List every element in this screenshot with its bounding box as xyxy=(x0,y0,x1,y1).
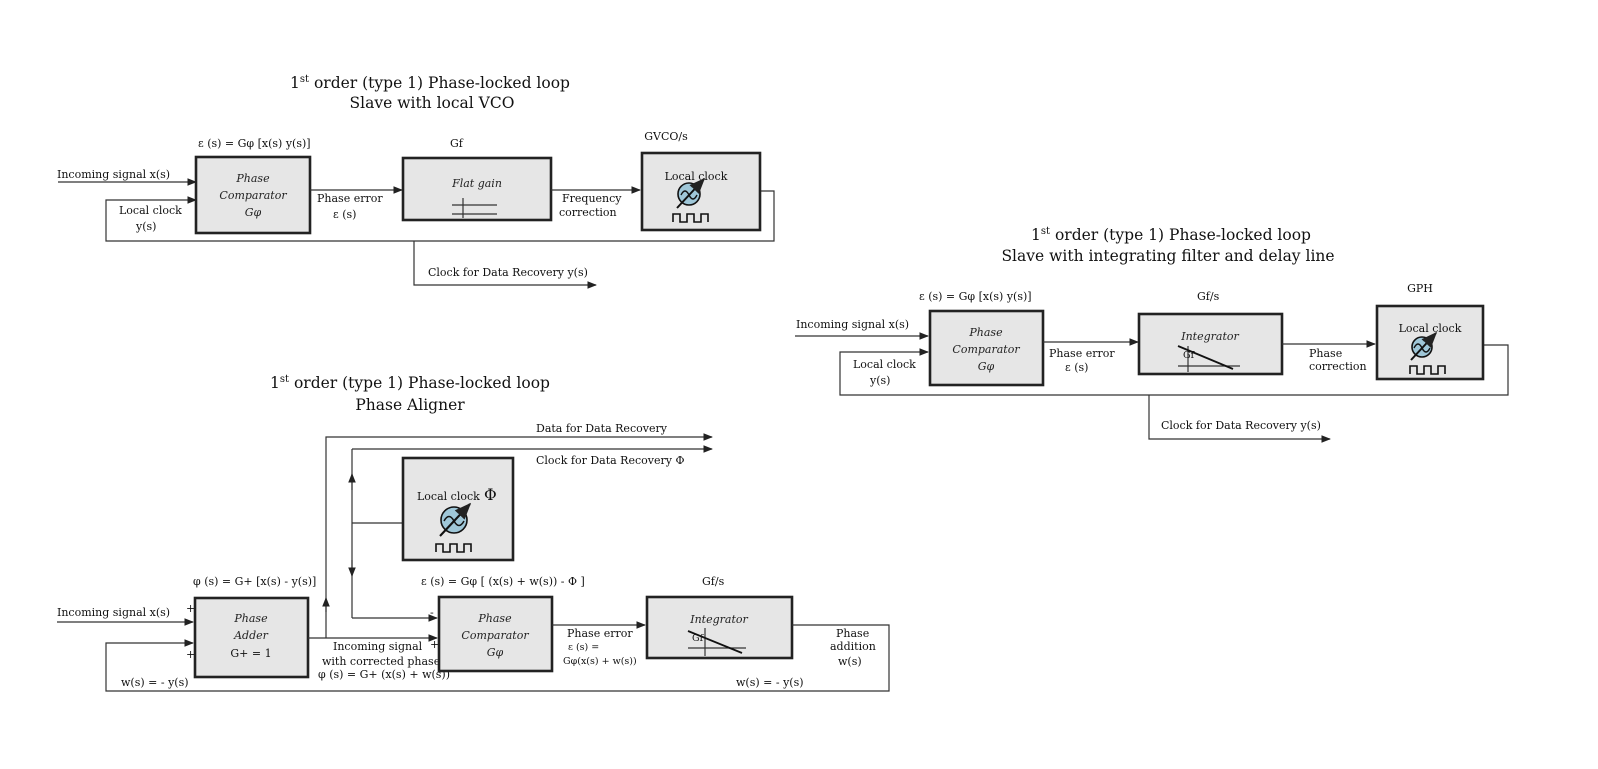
subtitle-delay-line: Slave with integrating filter and delay … xyxy=(1001,247,1334,265)
integrator-label-2: Integrator xyxy=(1180,330,1239,343)
phase-error3-3: Gφ(x(s) + w(s)) xyxy=(563,656,637,667)
local-clock-fb-2: y(s) xyxy=(135,220,156,233)
local-clock-fb2-2: y(s) xyxy=(869,374,890,387)
integrator-graph-2: Gf xyxy=(1177,345,1240,372)
corrected-2: with corrected phase xyxy=(322,655,440,668)
subtitle-vco: Slave with local VCO xyxy=(350,94,515,112)
comparator-line3: Gφ xyxy=(245,206,262,219)
comparator2-line3: Gφ xyxy=(978,360,995,373)
local-clock-fb-1: Local clock xyxy=(119,204,182,217)
adder-line3: G+ = 1 xyxy=(230,647,271,660)
comparator-equation: ε (s) = Gφ [x(s) y(s)] xyxy=(198,137,311,150)
title-vco: 1st order (type 1) Phase-locked loop xyxy=(290,74,570,92)
feedback-line-2 xyxy=(839,344,1509,396)
phase-addition-1: Phase xyxy=(836,627,869,640)
output-label: Clock for Data Recovery y(s) xyxy=(428,266,588,279)
title-phase-aligner: 1st order (type 1) Phase-locked loop xyxy=(270,374,550,392)
local-clock-fb2-1: Local clock xyxy=(853,358,916,371)
comparator-line2: Comparator xyxy=(219,189,287,202)
oscillator-icon-3 xyxy=(435,502,472,553)
phase-error2-2: ε (s) xyxy=(1065,361,1088,374)
phase-addition-3: w(s) xyxy=(838,655,862,668)
filter-gain-label-2: Gf/s xyxy=(1197,290,1220,303)
phase-error-2: ε (s) xyxy=(333,208,356,221)
phase-correction-1: Phase xyxy=(1309,347,1342,360)
comparator2-line1: Phase xyxy=(968,326,1003,339)
phase-comparator-block xyxy=(194,155,312,235)
data-output-label: Data for Data Recovery xyxy=(536,422,668,435)
phase-comparator-block-2 xyxy=(928,309,1045,387)
feedback-line xyxy=(105,190,775,242)
local-clock-label-2: Local clock xyxy=(1399,322,1462,335)
oscillator-icon-2 xyxy=(1409,331,1446,375)
phase-addition-2: addition xyxy=(830,640,876,653)
phase-error3-2: ε (s) = xyxy=(568,642,599,653)
comparator3-line2: Comparator xyxy=(461,629,529,642)
comparator-line1: Phase xyxy=(235,172,270,185)
comparator-plus: + xyxy=(430,638,439,651)
output-arrow xyxy=(413,241,597,289)
adder-equation: φ (s) = G+ [x(s) - y(s)] xyxy=(193,575,316,588)
adder-plus-top: + xyxy=(186,602,195,615)
filter-gain-label-3: Gf/s xyxy=(702,575,725,588)
local-clock-phi: Φ xyxy=(484,486,497,504)
phase-error-1: Phase error xyxy=(317,192,383,205)
comparator3-line3: Gφ xyxy=(487,646,504,659)
integrator-gain-3: Gf xyxy=(692,633,705,644)
integrator-gain-2: Gf xyxy=(1183,350,1196,361)
input-label-3: Incoming signal x(s) xyxy=(57,606,170,619)
corrected-3: φ (s) = G+ (x(s) + w(s)) xyxy=(318,668,450,681)
adder-line2: Adder xyxy=(233,629,269,642)
integrator-block-3 xyxy=(645,595,794,660)
local-clock-label: Local clock xyxy=(665,170,728,183)
oscillator-icon xyxy=(672,177,709,223)
diagram-vco: 1st order (type 1) Phase-locked loop Sla… xyxy=(57,74,775,289)
comparator-equation-3: ε (s) = Gφ [ (x(s) + w(s)) - Φ ] xyxy=(421,575,585,588)
input-label-2: Incoming signal x(s) xyxy=(796,318,909,331)
adder-plus-bottom: + xyxy=(186,648,195,661)
local-clock-label-3: Local clock xyxy=(417,490,480,503)
comparator2-line2: Comparator xyxy=(952,343,1020,356)
flat-gain-block xyxy=(401,156,553,222)
diagram-delay-line: 1st order (type 1) Phase-locked loop Sla… xyxy=(795,226,1509,443)
integrator-label-3: Integrator xyxy=(689,613,748,626)
flat-gain-label: Flat gain xyxy=(451,177,502,190)
feedback-label-right: w(s) = - y(s) xyxy=(736,676,804,689)
diagram-phase-aligner: 1st order (type 1) Phase-locked loop Pha… xyxy=(57,374,890,692)
feedback-line-3 xyxy=(105,624,890,692)
freq-correction-2: correction xyxy=(559,206,617,219)
output-arrow-2 xyxy=(1148,395,1331,443)
phase-error2-1: Phase error xyxy=(1049,347,1115,360)
output-label-2: Clock for Data Recovery y(s) xyxy=(1161,419,1321,432)
adder-line1: Phase xyxy=(233,612,268,625)
feedback-label-left: w(s) = - y(s) xyxy=(121,676,189,689)
corrected-1: Incoming signal xyxy=(333,640,423,653)
comparator-equation-2: ε (s) = Gφ [x(s) y(s)] xyxy=(919,290,1032,303)
filter-gain-label: Gf xyxy=(450,137,464,150)
phase-adder-block xyxy=(193,596,310,679)
phase-error3-1: Phase error xyxy=(567,627,633,640)
freq-correction-1: Frequency xyxy=(562,192,622,205)
input-label: Incoming signal x(s) xyxy=(57,168,170,181)
phase-comparator-block-3 xyxy=(437,595,554,673)
vco-gain-label: GVCO/s xyxy=(644,130,688,143)
delay-gain-label: GPH xyxy=(1407,282,1433,295)
data-output-arrow xyxy=(325,433,713,638)
integrator-block-2 xyxy=(1137,312,1284,376)
subtitle-phase-aligner: Phase Aligner xyxy=(355,396,465,414)
phase-correction-2: correction xyxy=(1309,360,1367,373)
clock-output-label: Clock for Data Recovery Φ xyxy=(536,454,684,467)
comparator3-line1: Phase xyxy=(477,612,512,625)
comparator-minus: - xyxy=(430,606,434,619)
title-delay-line: 1st order (type 1) Phase-locked loop xyxy=(1031,226,1311,244)
integrator-graph-3: Gf xyxy=(687,628,746,656)
